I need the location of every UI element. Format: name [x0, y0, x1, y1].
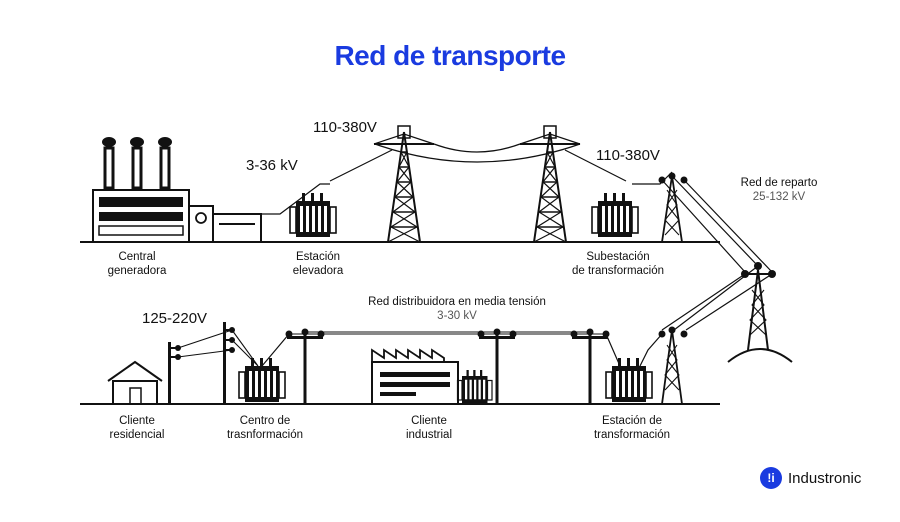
factory-icon	[371, 348, 459, 405]
brand-logo-icon: !i	[760, 467, 782, 489]
label-subestacion: Subestación de transformación	[571, 251, 665, 277]
power-plant-icon	[92, 137, 262, 243]
transformer-icon	[456, 369, 493, 404]
transformer-icon	[591, 192, 639, 238]
voltage-3-36kv: 3-36 kV	[246, 157, 298, 174]
house-icon	[107, 360, 163, 405]
brand-name: Industronic	[788, 469, 862, 487]
utility-pole-icon	[570, 328, 610, 404]
label-central-generadora: Central generadora	[107, 251, 167, 277]
utility-pole-icon	[285, 328, 325, 404]
utility-pole-icon	[223, 322, 235, 404]
label-red-distribuidora: Red distribuidora en media tensión 3-30 …	[368, 296, 546, 322]
utility-pole-icon	[168, 342, 181, 404]
transmission-tower-icon	[373, 125, 435, 243]
transformer-icon	[605, 357, 653, 403]
label-cliente-industrial: Cliente industrial	[405, 415, 453, 441]
voltage-110-380v-substation: 110-380V	[596, 147, 660, 164]
transmission-tower-icon	[658, 326, 688, 405]
label-red-reparto: Red de reparto 25-132 kV	[740, 177, 818, 203]
transmission-tower-icon	[519, 125, 581, 243]
transformer-icon	[289, 192, 337, 238]
voltage-110-380v-transmission: 110-380V	[313, 119, 377, 136]
voltage-125-220v: 125-220V	[142, 310, 208, 327]
label-cliente-residencial: Cliente residencial	[109, 415, 165, 441]
label-estacion-transformacion: Estación de transformación	[593, 415, 671, 441]
page-title: Red de transporte	[334, 40, 566, 71]
transformer-icon	[238, 357, 286, 403]
label-estacion-elevadora: Estación elevadora	[292, 251, 344, 277]
transmission-tower-icon	[658, 172, 688, 243]
label-centro-trasnformacion: Centro de trasnformación	[226, 415, 304, 441]
brand-logo: !i Industronic	[760, 467, 861, 489]
